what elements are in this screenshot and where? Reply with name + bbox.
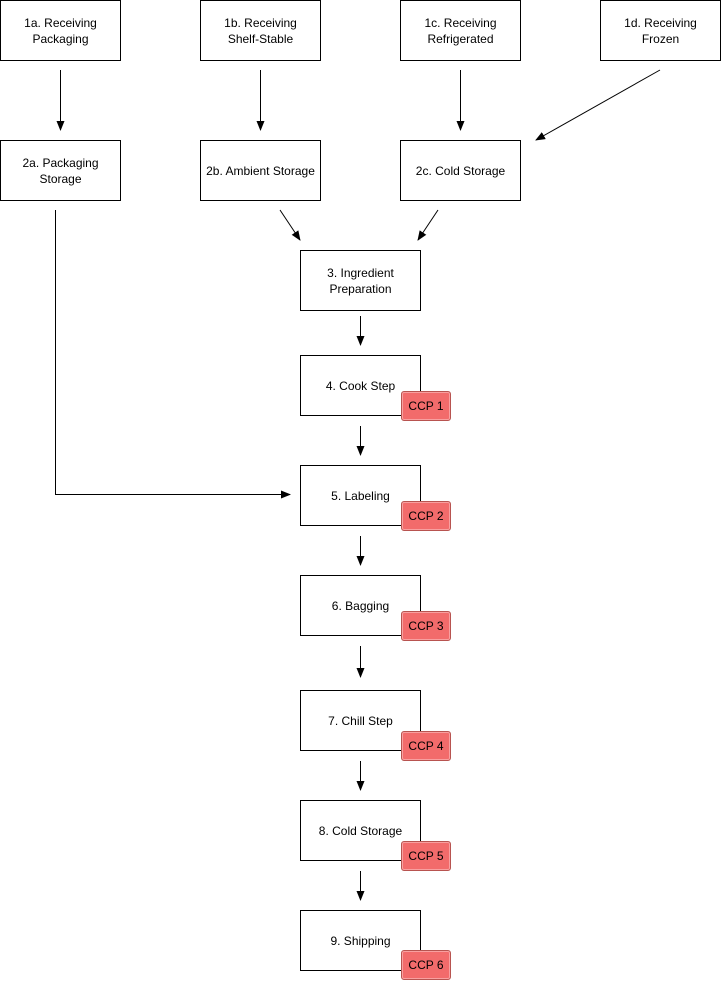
node-2a-packaging-storage: 2a. Packaging Storage xyxy=(0,140,121,201)
node-2c-cold-storage: 2c. Cold Storage xyxy=(400,140,521,201)
arrow-2a-to-5 xyxy=(55,210,291,499)
ccp-badge-2: CCP 2 xyxy=(401,501,451,531)
node-6-bagging: 6. Bagging xyxy=(300,575,421,636)
ccp-badge-4: CCP 4 xyxy=(401,731,451,761)
node-9-shipping: 9. Shipping xyxy=(300,910,421,971)
arrow-1d-to-2c xyxy=(535,69,661,141)
node-8-cold-storage: 8. Cold Storage xyxy=(300,800,421,861)
node-7-chill-step: 7. Chill Step xyxy=(300,690,421,751)
node-5-labeling: 5. Labeling xyxy=(300,465,421,526)
node-1d-receiving-frozen: 1d. Receiving Frozen xyxy=(600,0,721,61)
arrow-2b-to-3 xyxy=(279,209,301,241)
ccp-badge-6: CCP 6 xyxy=(401,950,451,980)
node-3-ingredient-preparation: 3. Ingredient Preparation xyxy=(300,250,421,311)
node-1a-receiving-packaging: 1a. Receiving Packaging xyxy=(0,0,121,61)
ccp-badge-3: CCP 3 xyxy=(401,611,451,641)
node-1b-receiving-shelf-stable: 1b. Receiving Shelf-Stable xyxy=(200,0,321,61)
node-4-cook-step: 4. Cook Step xyxy=(300,355,421,416)
node-1c-receiving-refrigerated: 1c. Receiving Refrigerated xyxy=(400,0,521,61)
arrow-2c-to-3 xyxy=(417,209,439,241)
node-2b-ambient-storage: 2b. Ambient Storage xyxy=(200,140,321,201)
ccp-badge-1: CCP 1 xyxy=(401,391,451,421)
ccp-badge-5: CCP 5 xyxy=(401,841,451,871)
